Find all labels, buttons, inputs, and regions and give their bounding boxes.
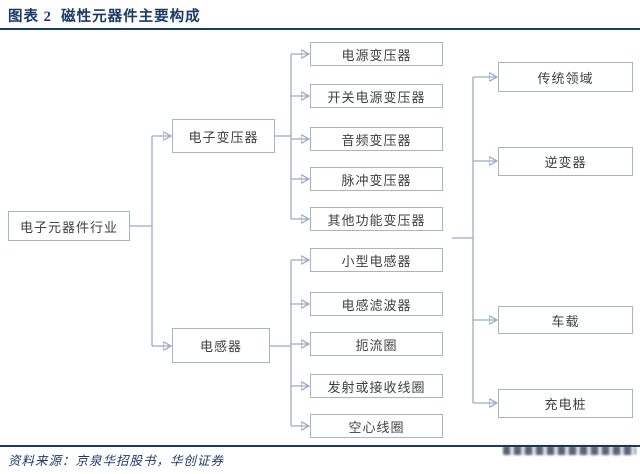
source-note: 资料来源：京泉华招股书，华创证券 <box>8 454 225 468</box>
node-switching-power-transformer: 开关电源变压器 <box>310 84 443 108</box>
node-choke-coil: 扼流圈 <box>310 332 443 356</box>
node-charging-pile: 充电桩 <box>498 389 633 418</box>
node-audio-transformer: 音频变压器 <box>310 127 443 151</box>
node-transmit-receive-coil: 发射或接收线圈 <box>310 374 443 398</box>
node-pulse-transformer: 脉冲变压器 <box>310 167 443 191</box>
node-inductive-filter: 电感滤波器 <box>310 292 443 316</box>
node-industry-root: 电子元器件行业 <box>8 211 130 241</box>
node-inductor: 电感器 <box>172 328 270 363</box>
node-inverter: 逆变器 <box>498 147 633 176</box>
node-electronic-transformer: 电子变压器 <box>172 119 275 153</box>
node-power-transformer: 电源变压器 <box>310 42 443 66</box>
node-air-core-coil: 空心线圈 <box>310 414 443 438</box>
node-other-function-transformer: 其他功能变压器 <box>310 207 443 231</box>
footer-divider <box>0 445 640 447</box>
title-divider <box>0 28 640 30</box>
node-traditional-field: 传统领域 <box>498 62 633 92</box>
figure-title: 图表 2 磁性元器件主要构成 <box>8 9 201 25</box>
watermark <box>503 446 636 455</box>
node-small-inductor: 小型电感器 <box>310 248 443 272</box>
node-vehicle: 车载 <box>498 306 633 334</box>
